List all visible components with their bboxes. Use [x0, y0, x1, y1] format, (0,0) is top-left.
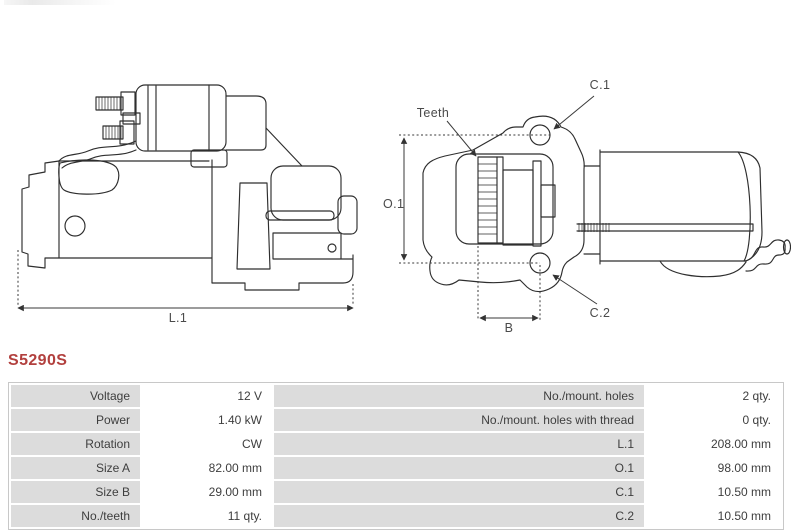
dim-label-o1: O.1: [383, 197, 404, 211]
starter-front-view: O.1 B Teeth C.1 C.2: [383, 78, 791, 335]
spec-label: No./mount. holes: [274, 385, 644, 407]
spec-value: 2 qty.: [646, 385, 781, 407]
spec-table: Voltage 12 V No./mount. holes 2 qty. Pow…: [8, 382, 784, 530]
spec-value: 82.00 mm: [142, 457, 272, 479]
spec-value: 1.40 kW: [142, 409, 272, 431]
spec-label: No./teeth: [11, 505, 140, 527]
spec-value: 0 qty.: [646, 409, 781, 431]
spec-value: 11 qty.: [142, 505, 272, 527]
spec-value: 10.50 mm: [646, 481, 781, 503]
spec-label: Power: [11, 409, 140, 431]
label-teeth: Teeth: [417, 106, 450, 120]
spec-label: Voltage: [11, 385, 140, 407]
dim-label-b: B: [505, 321, 514, 335]
spec-label: Size A: [11, 457, 140, 479]
dim-label-l1: L.1: [169, 311, 188, 325]
spec-label: Size B: [11, 481, 140, 503]
spec-label: No./mount. holes with thread: [274, 409, 644, 431]
spec-value: 208.00 mm: [646, 433, 781, 455]
spec-value: 12 V: [142, 385, 272, 407]
spec-value: 98.00 mm: [646, 457, 781, 479]
spec-label: C.1: [274, 481, 644, 503]
spec-value: 10.50 mm: [646, 505, 781, 527]
label-c2: C.2: [590, 306, 611, 320]
part-number: S5290S: [8, 352, 68, 369]
top-edge-artifact: [4, 0, 116, 5]
spec-label: C.2: [274, 505, 644, 527]
spec-label: L.1: [274, 433, 644, 455]
spec-value: CW: [142, 433, 272, 455]
spec-label: Rotation: [11, 433, 140, 455]
label-c1: C.1: [590, 78, 611, 92]
spec-value: 29.00 mm: [142, 481, 272, 503]
spec-label: O.1: [274, 457, 644, 479]
starter-side-view: L.1: [17, 84, 358, 325]
